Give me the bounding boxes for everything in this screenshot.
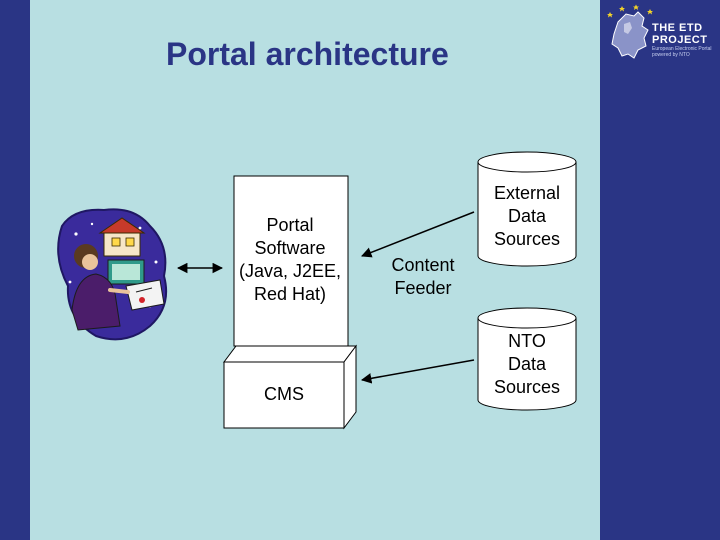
portal-label-line: Software [254, 238, 326, 258]
external-sources-line: Sources [493, 229, 561, 249]
cms-label: CMS [264, 384, 304, 404]
portal-software-box [233, 175, 349, 347]
logo-subtitle-line-2: powered by NTO [652, 52, 690, 58]
left-navy-stripe [0, 0, 30, 540]
content-feeder-line: Feeder [394, 278, 452, 298]
slide-title: Portal architecture [166, 36, 449, 72]
external-sources-line: Data [507, 206, 547, 226]
logo-subtitle-line-1: European Electronic Portal [652, 46, 712, 52]
portal-software-label: Portal Software (Java, J2EE, Red Hat) [228, 214, 352, 306]
person-at-computer-icon [57, 208, 168, 341]
content-feeder-label: Content Feeder [370, 254, 476, 300]
logo-subtitle: European Electronic Portal powered by NT… [652, 46, 711, 58]
nto-to-cms-arrow [360, 359, 475, 384]
europe-map-icon [607, 4, 653, 59]
logo-title: THE ETD PROJECT [652, 22, 707, 46]
cms-box [223, 344, 357, 430]
logo-line-1: THE ETD [652, 22, 703, 34]
nto-sources-line: Data [507, 354, 547, 374]
nto-sources-line: Sources [493, 377, 561, 397]
external-to-portal-arrow [361, 211, 475, 258]
portal-label-line: Portal [266, 215, 314, 235]
external-sources-label: External Data Sources [478, 182, 576, 251]
logo-line-2: PROJECT [652, 34, 708, 46]
nto-sources-label: NTO Data Sources [478, 330, 576, 399]
portal-label-line: Red Hat) [253, 284, 327, 304]
content-feeder-line: Content [391, 255, 455, 275]
nto-data-sources-cylinder [477, 307, 577, 411]
portal-label-line: (Java, J2EE, [238, 261, 342, 281]
external-sources-line: External [493, 183, 561, 203]
right-navy-panel [600, 0, 720, 540]
nto-sources-line: NTO [508, 331, 546, 351]
external-data-sources-cylinder [477, 151, 577, 267]
etd-project-logo: THE ETD PROJECT European Electronic Port… [604, 4, 718, 66]
